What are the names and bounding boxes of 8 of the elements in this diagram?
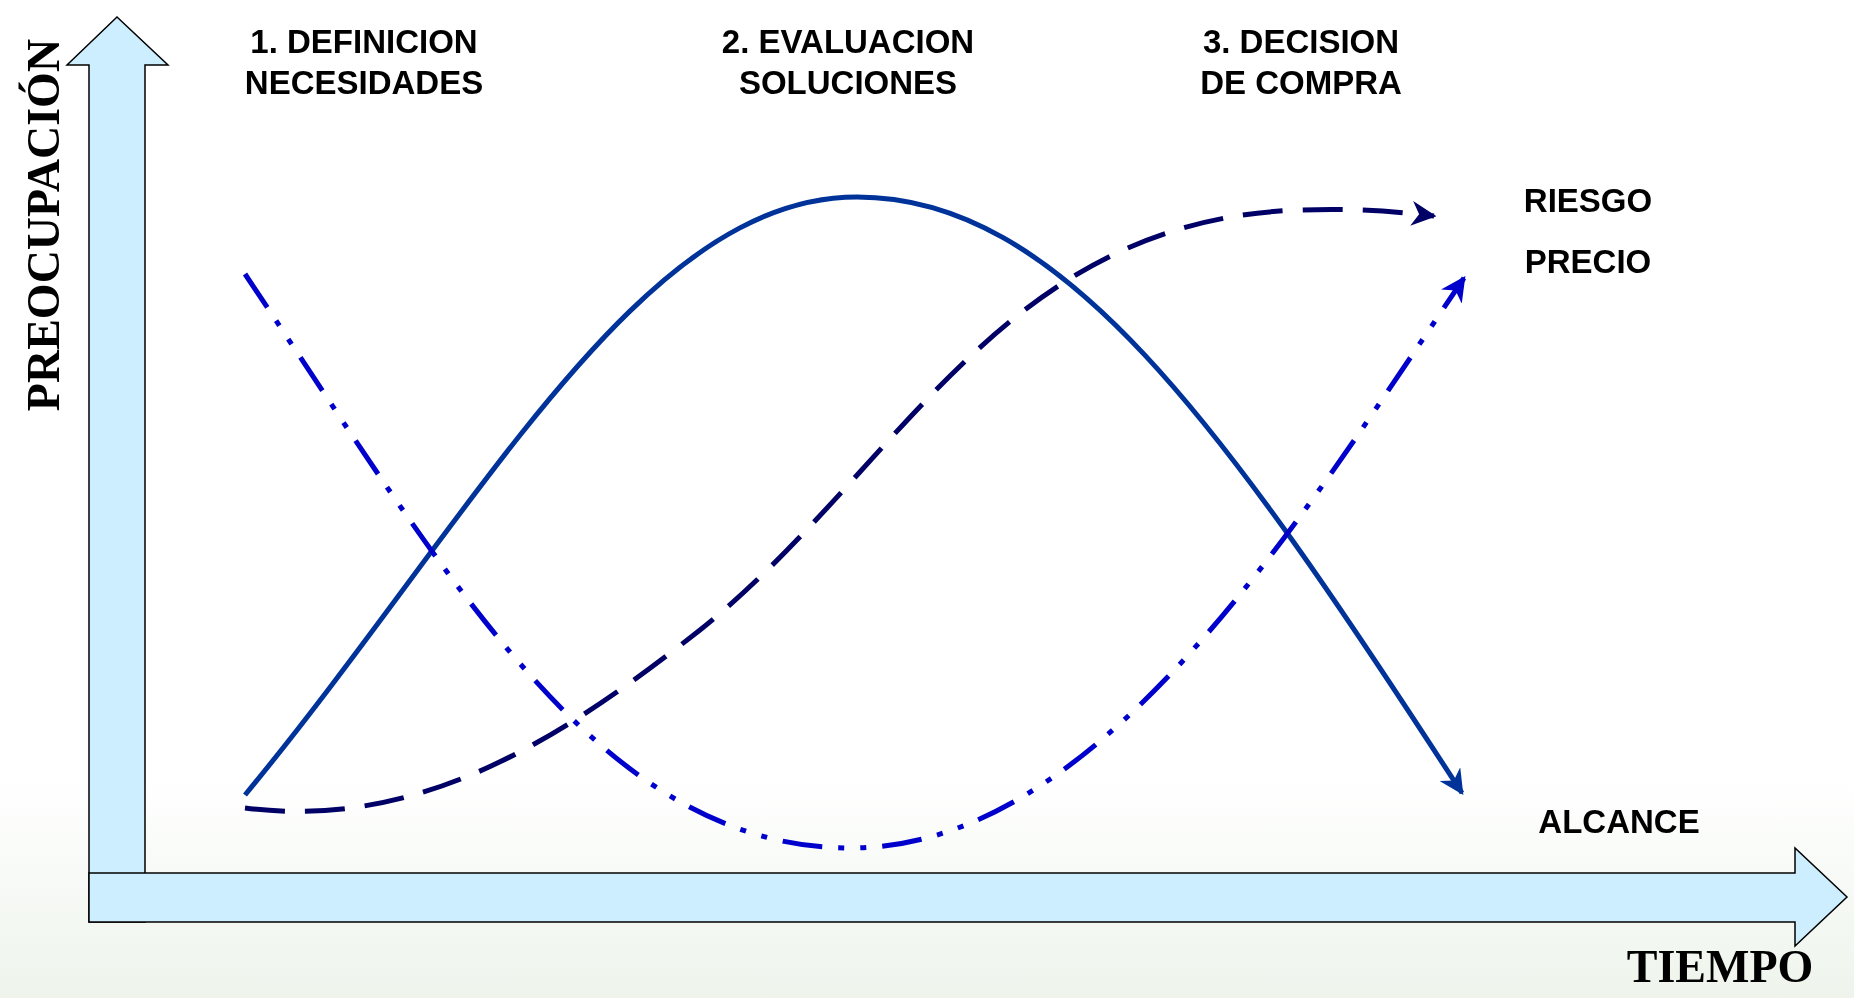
axis-title: TIEMPO: [1625, 942, 1815, 992]
curve-label: PRECIO: [1523, 242, 1653, 282]
curve-label: ALCANCE: [1537, 802, 1701, 842]
phase-heading: 1. DEFINICION NECESIDADES: [243, 22, 485, 103]
phase-heading: 3. DECISION DE COMPRA: [1199, 22, 1403, 103]
axis-title: PREOCUPACIÓN: [19, 37, 69, 414]
curve-label: RIESGO: [1522, 181, 1654, 221]
phase-heading: 2. EVALUACION SOLUCIONES: [720, 22, 976, 103]
